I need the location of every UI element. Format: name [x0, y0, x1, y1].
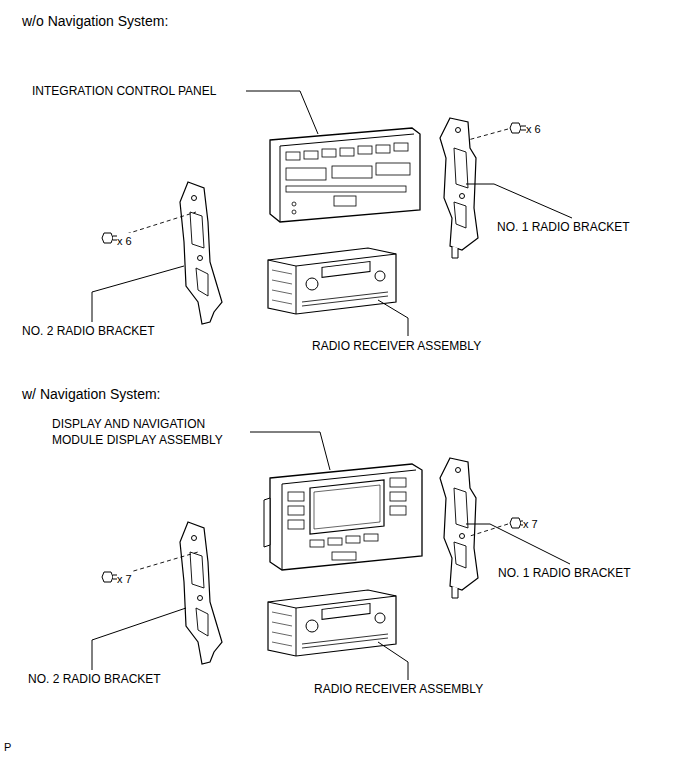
radio-bracket-illustration: [180, 182, 222, 324]
display-assembly-illustration: [364, 534, 378, 541]
part-name: RADIO RECEIVER ASSEMBLY: [312, 681, 485, 697]
integration-control-panel: [376, 145, 390, 153]
integration-control-panel: [286, 143, 410, 214]
radio-receiver-illustration: [268, 590, 396, 656]
leader-line: [92, 608, 186, 670]
part-name: NO. 1 RADIO BRACKET: [496, 565, 633, 581]
integration-control-panel: [304, 151, 318, 159]
quantity-note: x 6: [526, 121, 541, 137]
integration-control-panel: [358, 146, 372, 154]
integration-control-panel: [292, 202, 296, 206]
section-heading: w/ Navigation System:: [20, 385, 163, 403]
display-assembly-illustration: [314, 485, 380, 529]
display-assembly-illustration: [288, 520, 304, 529]
integration-control-panel: [286, 186, 406, 192]
radio-receiver-illustration: [268, 248, 396, 314]
leader-line: [466, 184, 572, 218]
integration-control-panel: [270, 128, 420, 222]
part-name: DISPLAY AND NAVIGATION MODULE DISPLAY AS…: [50, 416, 250, 448]
fastener-line: [120, 552, 198, 575]
display-assembly-illustration: [264, 498, 270, 547]
leader-line: [92, 91, 572, 680]
radio-receiver-illustration: [268, 590, 396, 656]
radio-bracket-illustration: [440, 458, 478, 598]
integration-control-panel: [376, 163, 410, 175]
integration-control-panel: [322, 149, 336, 157]
quantity-note: x 7: [523, 516, 538, 532]
leader-line: [250, 432, 330, 470]
display-assembly-illustration: [310, 480, 384, 534]
display-assembly-illustration: [310, 540, 324, 547]
integration-control-panel: [394, 143, 408, 151]
display-assembly-illustration: [288, 506, 304, 515]
radio-bracket-illustration: [180, 182, 222, 324]
integration-control-panel: [280, 134, 414, 222]
radio-bracket-illustration: [180, 522, 222, 664]
display-assembly-illustration: [390, 506, 406, 515]
quantity-note: x 6: [117, 233, 132, 249]
part-name: NO. 2 RADIO BRACKET: [20, 323, 157, 339]
display-assembly-illustration: [346, 536, 360, 543]
integration-control-panel: [292, 210, 296, 214]
display-assembly-illustration: [328, 538, 342, 545]
display-assembly-illustration: [288, 492, 304, 501]
integration-control-panel: [332, 166, 372, 178]
integration-control-panel: [286, 168, 326, 180]
leader-line: [92, 266, 184, 322]
quantity-note: x 7: [117, 571, 132, 587]
part-name: RADIO RECEIVER ASSEMBLY: [310, 338, 483, 354]
integration-control-panel: [340, 148, 354, 156]
leader-line: [466, 524, 570, 564]
radio-receiver-illustration: [268, 248, 396, 314]
integration-control-panel: [270, 128, 420, 222]
integration-control-panel: [334, 196, 356, 206]
part-name: NO. 1 RADIO BRACKET: [495, 219, 632, 235]
part-name: NO. 2 RADIO BRACKET: [26, 671, 163, 687]
display-assembly-illustration: [270, 464, 422, 570]
display-assembly-illustration: [390, 478, 406, 487]
display-assembly-illustration: [332, 552, 356, 560]
fastener-line: [120, 129, 508, 575]
fastener-line: [468, 129, 508, 140]
display-assembly-illustration: [282, 470, 416, 570]
leader-line: [246, 91, 318, 134]
section-heading: w/o Navigation System:: [20, 12, 170, 30]
display-assembly-illustration: [390, 492, 406, 501]
integration-control-panel: [286, 152, 300, 160]
figure-code: P: [4, 739, 11, 755]
display-assembly-illustration: [264, 464, 422, 570]
display-assembly-illustration: [288, 478, 406, 560]
leader-line: [378, 642, 408, 680]
leader-line: [378, 300, 408, 336]
part-name: INTEGRATION CONTROL PANEL: [30, 83, 218, 99]
radio-bracket-illustration: [180, 522, 222, 664]
radio-bracket-illustration: [440, 458, 478, 598]
